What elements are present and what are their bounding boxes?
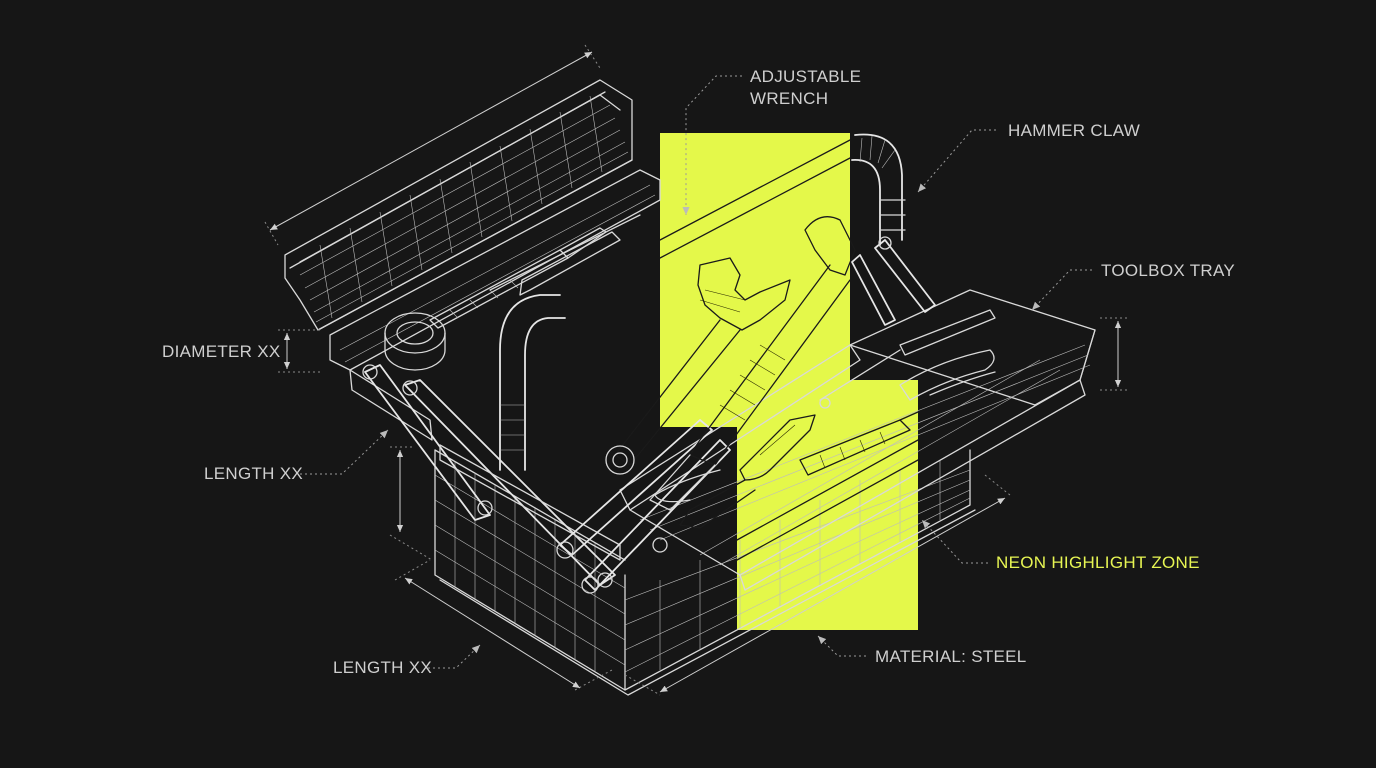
label-hammer-claw: HAMMER CLAW <box>1008 121 1141 140</box>
label-material: MATERIAL: STEEL <box>875 647 1027 666</box>
leader-neon-zone <box>921 519 988 564</box>
label-diameter: DIAMETER XX <box>162 342 281 361</box>
label-length-bottom: LENGTH XX <box>333 658 433 677</box>
label-toolbox-tray: TOOLBOX TRAY <box>1101 261 1235 280</box>
label-length-side: LENGTH XX <box>204 464 304 483</box>
left-tray <box>329 169 661 441</box>
leader-material <box>817 635 866 657</box>
label-neon-highlight-zone: NEON HIGHLIGHT ZONE <box>996 553 1200 572</box>
left-arm-links <box>362 294 621 588</box>
dimension-side-length <box>389 446 433 561</box>
adjustable-wrench <box>605 257 791 475</box>
label-adjustable-wrench: ADJUSTABLE WRENCH <box>750 67 862 108</box>
leader-hammer-claw <box>917 129 996 193</box>
screwdriver-center <box>799 411 919 476</box>
dimension-diameter <box>278 329 320 373</box>
right-arm-links <box>556 236 936 594</box>
leader-length-bottom <box>428 644 481 669</box>
dimension-bottom-right-length <box>624 474 1011 696</box>
leader-toolbox-tray <box>1031 269 1092 311</box>
dimension-lid-length <box>264 44 601 246</box>
dimension-bottom-length <box>394 559 613 691</box>
dimension-tray-height <box>1100 317 1130 391</box>
hammer-handle-pipe <box>851 133 906 246</box>
toolbox-lid <box>284 79 633 331</box>
leader-length-side <box>300 429 389 475</box>
